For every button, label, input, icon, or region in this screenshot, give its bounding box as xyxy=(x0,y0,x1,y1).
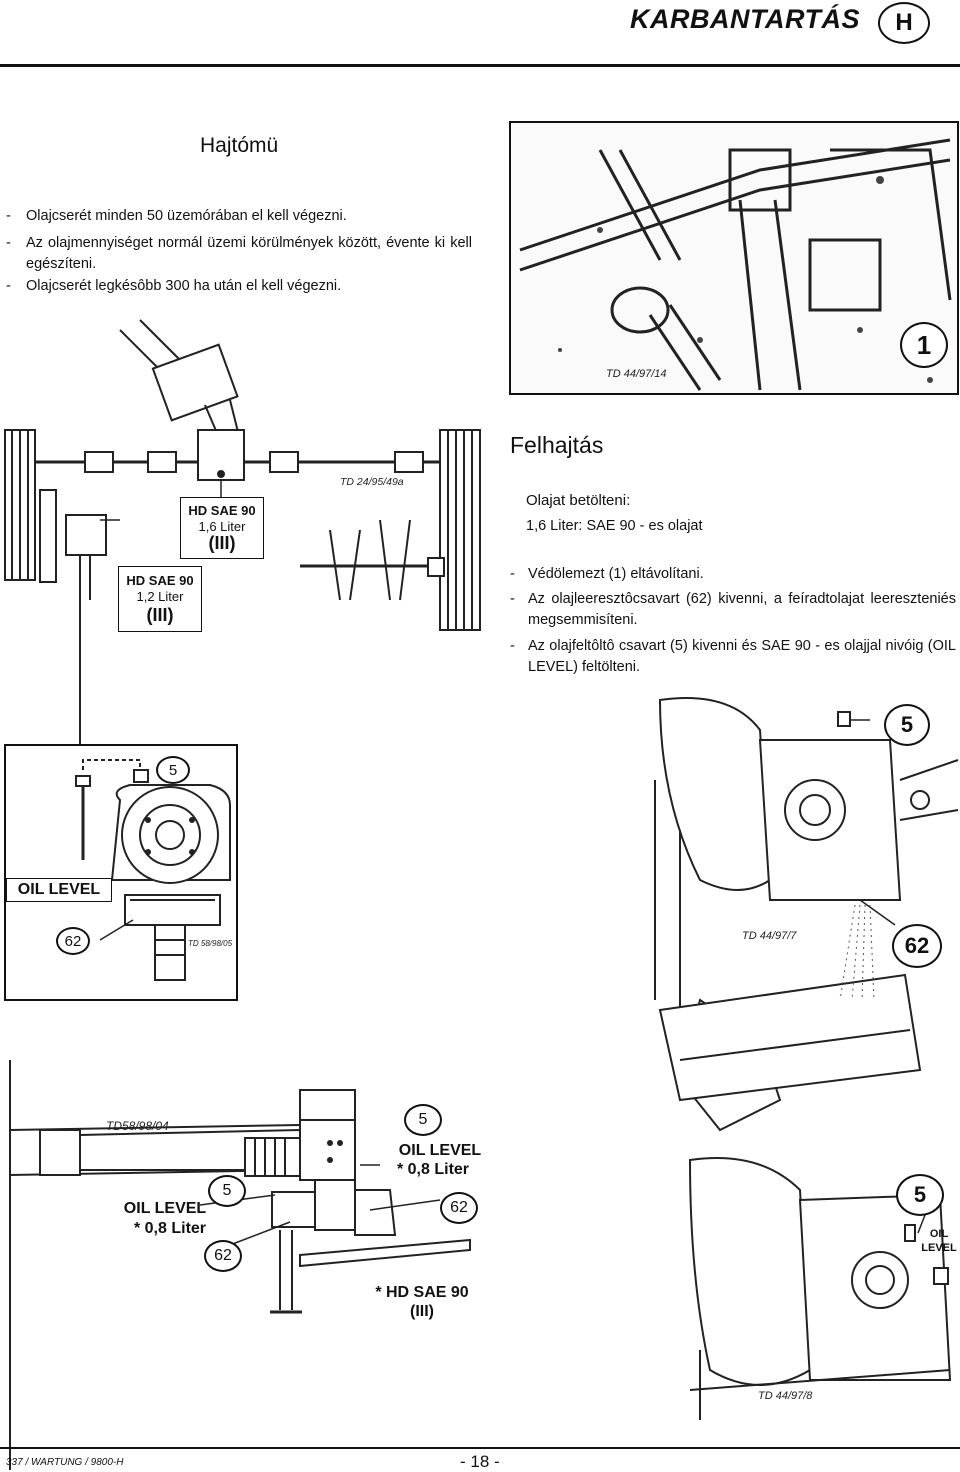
oil-class: (III) xyxy=(146,605,174,625)
list-item: Az olajleeresztôcsavart (62) kivenni, a … xyxy=(528,591,956,628)
figure-ref: TD 44/97/8 xyxy=(758,1390,813,1402)
footnote-oil-type: * HD SAE 90 xyxy=(375,1284,469,1301)
callout-5: 5 xyxy=(404,1104,442,1136)
header-rule xyxy=(0,64,960,67)
oil-level-label: OIL LEVEL xyxy=(398,1142,482,1159)
bullet-dash: - xyxy=(510,638,515,654)
section-badge: H xyxy=(878,2,930,44)
oil-qty-label: * 0,8 Liter xyxy=(396,1161,470,1178)
callout-62: 62 xyxy=(892,924,942,968)
oil-type: HD SAE 90 xyxy=(126,573,194,588)
list-item: Az olajmennyiséget normál üzemi körülmén… xyxy=(26,235,472,272)
page-number: - 18 - xyxy=(460,1452,500,1471)
footer-rule xyxy=(0,1447,960,1449)
callout-62: 62 xyxy=(56,927,90,955)
oil-qty: 1,6 Liter xyxy=(198,519,246,534)
figure-ref: TD 44/97/7 xyxy=(742,930,797,942)
bullet-dash: - xyxy=(6,235,11,251)
section-title-hajtomu: Hajtómü xyxy=(200,134,279,157)
callout-5: 5 xyxy=(208,1175,246,1207)
section-title-felhajtas: Felhajtás xyxy=(510,432,604,458)
list-item: Olajcserét minden 50 üzemórában el kell … xyxy=(26,208,347,224)
footnote-oil-class: (III) xyxy=(410,1303,434,1320)
oil-level-label-line1: OIL xyxy=(929,1228,949,1240)
list-item: Az olajfeltôltô csavart (5) kivenni és S… xyxy=(528,638,956,675)
callout-62: 62 xyxy=(204,1240,242,1272)
bullet-dash: - xyxy=(510,566,515,582)
gearbox-label-side: HD SAE 90 1,2 Liter (III) xyxy=(118,566,202,632)
bullet-dash: - xyxy=(510,591,515,607)
callout-5: 5 xyxy=(884,704,930,746)
bullet-dash: - xyxy=(6,208,11,224)
oil-qty-label: * 0,8 Liter xyxy=(133,1220,207,1237)
callout-5: 5 xyxy=(896,1174,944,1216)
gearbox-label-top: HD SAE 90 1,6 Liter (III) xyxy=(180,497,264,559)
callout-1: 1 xyxy=(900,322,948,368)
callout-5: 5 xyxy=(156,756,190,784)
list-item: Olajcserét legkésôbb 300 ha után el kell… xyxy=(26,278,342,294)
list-item: Védölemezt (1) eltávolítani. xyxy=(528,566,704,582)
document-code: 337 / WARTUNG / 9800-H xyxy=(6,1457,124,1468)
figure-ref: TD 24/95/49a xyxy=(340,476,404,488)
subheading: Olajat betölteni: xyxy=(526,492,631,509)
oil-type: HD SAE 90 xyxy=(188,503,256,518)
oil-spec: 1,6 Liter: SAE 90 - es olajat xyxy=(526,518,703,534)
oil-qty: 1,2 Liter xyxy=(136,589,184,604)
bullet-dash: - xyxy=(6,278,11,294)
figure-ref: TD 58/98/05 xyxy=(188,939,233,948)
page-header-title: KARBANTARTÁS xyxy=(630,4,860,34)
oil-level-label-line2: LEVEL xyxy=(921,1242,957,1254)
figure-ref: TD58/98/04 xyxy=(106,1119,169,1133)
figure-ref: TD 44/97/14 xyxy=(606,368,667,380)
callout-62: 62 xyxy=(440,1192,478,1224)
oil-level-label: OIL LEVEL xyxy=(123,1200,207,1217)
oil-level-label: OIL LEVEL xyxy=(6,878,112,902)
oil-class: (III) xyxy=(208,533,236,553)
